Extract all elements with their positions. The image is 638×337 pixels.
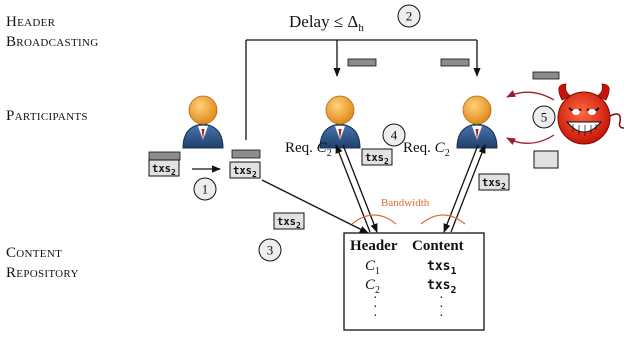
svg-text:2: 2 (406, 9, 413, 24)
svg-text:·: · (373, 291, 378, 306)
txs-tag: txs2 (478, 173, 510, 191)
row-label-line: Broadcasting (6, 34, 99, 50)
row-label-line: Content (6, 245, 63, 261)
devil-icon (557, 83, 625, 145)
participant-icon (182, 95, 224, 149)
step-circle-5: 5 (532, 105, 556, 129)
broadcast-tree (245, 39, 481, 140)
svg-text:5: 5 (541, 110, 548, 125)
attack-arrows (506, 90, 555, 146)
repository-ellipsis: · · · · · · (373, 291, 444, 324)
step-circle-1: 1 (193, 177, 217, 201)
header-block (347, 58, 377, 67)
svg-text:·: · (373, 309, 378, 324)
txs-tag: txs2 (148, 159, 180, 177)
repository-cell-content: txs2 (427, 278, 457, 296)
svg-text:1: 1 (202, 182, 209, 197)
svg-text:·: · (439, 300, 444, 315)
repository-cell-header: C1 (365, 258, 380, 277)
header-block (148, 151, 181, 161)
step-circle-2: 2 (397, 4, 421, 28)
svg-text:txs2: txs2 (482, 177, 506, 191)
repository-cell-content: txs1 (427, 259, 457, 277)
row-label-line: Participants (6, 108, 88, 124)
step-circle-4: 4 (382, 123, 406, 147)
svg-text:·: · (439, 309, 444, 324)
repository-header-header: Header (350, 238, 398, 254)
svg-text:·: · (373, 300, 378, 315)
step-circle-3: 3 (258, 238, 282, 262)
repository-cell-header: C2 (365, 277, 380, 296)
repository-header-content: Content (412, 238, 464, 254)
header-block (532, 71, 560, 80)
row-label-line: Repository (6, 265, 79, 281)
participant-icon (456, 95, 498, 149)
delay-label: Delay ≤ Δh (289, 12, 364, 34)
txs-tag: txs2 (273, 212, 305, 230)
row-label-participants: Participants (6, 106, 88, 126)
row-label-content-repository: Content Repository (6, 243, 79, 283)
svg-text:·: · (439, 291, 444, 306)
svg-text:txs2: txs2 (233, 165, 257, 179)
bandwidth-arcs (351, 214, 466, 225)
svg-text:txs2: txs2 (152, 163, 176, 177)
txs-tag: txs2 (229, 161, 261, 179)
header-block (231, 149, 261, 159)
svg-text:4: 4 (391, 128, 398, 143)
row-label-line: Header (6, 14, 56, 30)
request-label: Req. C2 (403, 140, 450, 159)
request-arrows-p2 (335, 144, 378, 233)
upload-arrow (261, 179, 369, 234)
empty-content-block (533, 150, 559, 169)
repository-box (343, 232, 485, 331)
txs-tag: txs2 (361, 148, 393, 166)
bandwidth-label: Bandwidth (381, 197, 430, 209)
svg-text:txs2: txs2 (365, 152, 389, 166)
request-arrows-p3 (443, 144, 486, 233)
row-label-header-broadcasting: Header Broadcasting (6, 12, 98, 52)
svg-text:3: 3 (267, 243, 274, 258)
request-label: Req. C2 (285, 140, 332, 159)
header-block (440, 58, 470, 67)
svg-text:txs2: txs2 (277, 216, 301, 230)
